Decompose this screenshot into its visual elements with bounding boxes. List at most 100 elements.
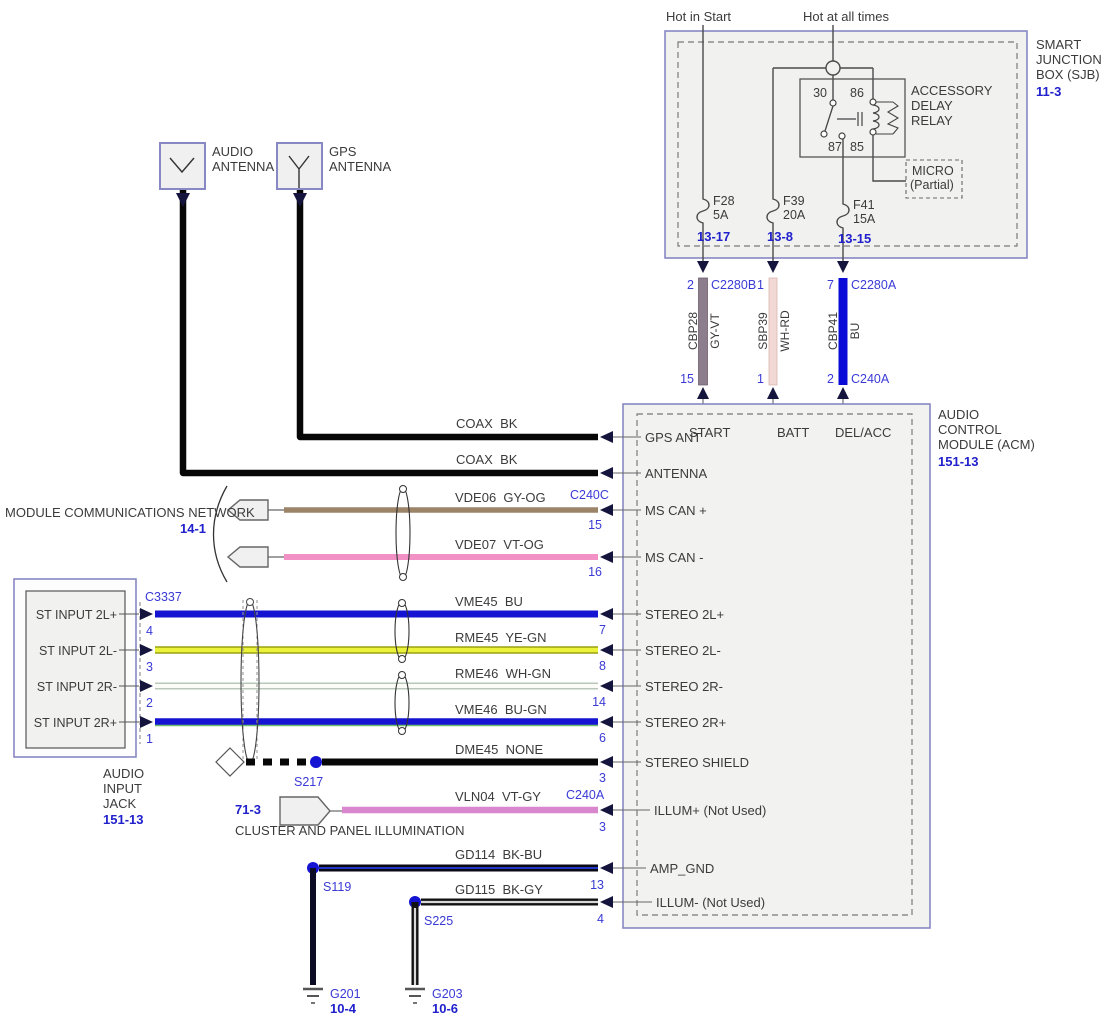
feed-wire-cbp28: 2 C2280B CBP28 GY-VT 15 xyxy=(680,277,756,386)
offpage-connector-icon xyxy=(279,796,331,826)
fuse-f39-name: F39 xyxy=(783,194,805,208)
acm-row-arrows xyxy=(600,431,652,908)
mcn-label: MODULE COMMUNICATIONS NETWORK xyxy=(5,505,255,520)
acm-row-illum-minus: ILLUM- (Not Used) xyxy=(656,895,765,910)
jack-row-2rn: ST INPUT 2R- xyxy=(37,680,117,694)
pin-amp-gnd: 13 xyxy=(590,878,604,892)
pin-ms-can-n: 16 xyxy=(588,565,602,579)
wire-label-rme45: RME45 YE-GN xyxy=(455,630,547,645)
fuse-f39-amps: 20A xyxy=(783,208,806,222)
fuse-f41-amps: 15A xyxy=(853,212,876,226)
acm-name-1: AUDIO xyxy=(938,407,979,422)
feed1-color: GY-VT xyxy=(708,313,722,349)
acm-row-ms-can-p: MS CAN + xyxy=(645,503,707,518)
feed1-circuit: CBP28 xyxy=(686,312,700,350)
relay-label-3: RELAY xyxy=(911,113,953,128)
acm-box xyxy=(622,403,931,929)
audio-antenna-label-1: AUDIO xyxy=(212,144,253,159)
acm-pin-delacc: DEL/ACC xyxy=(835,425,891,440)
coax-label-1: COAX BK xyxy=(456,416,518,431)
feed3-circuit: CBP41 xyxy=(826,312,840,350)
acm-row-antenna: ANTENNA xyxy=(645,466,707,481)
fuses xyxy=(696,195,850,232)
wire-label-rme46: RME46 WH-GN xyxy=(455,666,551,681)
shield-loop-icon xyxy=(240,600,260,764)
fuse-f39-ref: 13-8 xyxy=(767,229,793,244)
wire-label-dme45: DME45 NONE xyxy=(455,742,543,757)
ground-symbol-g203-icon xyxy=(405,987,425,1004)
feed1-top-conn: C2280B xyxy=(711,278,756,292)
coax-label-2: COAX BK xyxy=(456,452,518,467)
fuse-f28-amps: 5A xyxy=(713,208,729,222)
acm-row-stereo-2lp: STEREO 2L+ xyxy=(645,607,724,622)
acm-pin-batt: BATT xyxy=(777,425,809,440)
splice-s217-dot xyxy=(310,756,322,768)
pin-stereo-2rn: 14 xyxy=(592,695,606,709)
micro-label-2: (Partial) xyxy=(910,178,954,192)
wire-label-vme46: VME46 BU-GN xyxy=(455,702,547,717)
fuse-f28-icon xyxy=(696,195,710,227)
feed3-bottom-pin: 2 xyxy=(827,372,834,386)
wire-label-vln04: VLN04 VT-GY xyxy=(455,789,541,804)
jack-name-2: INPUT xyxy=(103,781,142,796)
offpage-connector-icon xyxy=(226,546,269,568)
feed2-top-pin: 1 xyxy=(757,278,764,292)
twisted-pair-icon xyxy=(395,487,411,579)
sjb-box xyxy=(664,30,1028,259)
audio-antenna-label-2: ANTENNA xyxy=(212,159,274,174)
feed-hot-in-start: Hot in Start xyxy=(666,9,731,24)
coax-wires: COAX BK COAX BK xyxy=(176,190,598,477)
jack-row-2rp: ST INPUT 2R+ xyxy=(34,716,117,730)
jack-ref: 151-13 xyxy=(103,812,143,827)
fuse-f28-name: F28 xyxy=(713,194,735,208)
relay-coil-icon xyxy=(872,104,880,130)
pin-stereo-2ln: 8 xyxy=(599,659,606,673)
splice-s119-label: S119 xyxy=(323,880,351,894)
audio-antenna: AUDIO ANTENNA xyxy=(159,142,274,190)
feed1-top-pin: 2 xyxy=(687,278,694,292)
wire-label-gd114: GD114 BK-BU xyxy=(455,847,542,862)
gps-antenna: GPS ANTENNA xyxy=(276,142,391,190)
feed3-color: BU xyxy=(848,323,862,340)
gps-antenna-label-2: ANTENNA xyxy=(329,159,391,174)
relay-resistor-icon xyxy=(886,101,900,135)
fuse-f28-ref: 13-17 xyxy=(697,229,730,244)
acm-row-amp-gnd: AMP_GND xyxy=(650,861,714,876)
feed3-top-pin: 7 xyxy=(827,278,834,292)
shield-dashes-icon xyxy=(242,600,258,762)
feed1-bottom-pin: 15 xyxy=(680,372,694,386)
acm-name-2: CONTROL xyxy=(938,422,1002,437)
sjb-name-3: BOX (SJB) xyxy=(1036,67,1100,82)
feed2-circuit: SBP39 xyxy=(756,312,770,350)
wire-label-vme45: VME45 BU xyxy=(455,594,523,609)
pin-stereo-2lp: 7 xyxy=(599,623,606,637)
relay-pin-86: 86 xyxy=(850,86,864,100)
ground-g201-ref: 10-4 xyxy=(330,1001,357,1016)
wire-label-vde07: VDE07 VT-OG xyxy=(455,537,544,552)
illum-caption: CLUSTER AND PANEL ILLUMINATION xyxy=(235,823,464,838)
accessory-delay-relay: 30 86 87 85 ACCESSORY DELAY RELAY xyxy=(799,78,993,158)
acm-row-stereo-2rn: STEREO 2R- xyxy=(645,679,723,694)
fuse-f41-ref: 13-15 xyxy=(838,231,871,246)
wire-label-gd115: GD115 BK-GY xyxy=(455,882,543,897)
micro-box: MICRO (Partial) xyxy=(905,159,963,199)
jack-name-3: JACK xyxy=(103,796,137,811)
illum-ref: 71-3 xyxy=(235,802,261,817)
feed2-bottom-pin: 1 xyxy=(757,372,764,386)
acm-name: AUDIO CONTROL MODULE (ACM) 151-13 xyxy=(938,407,1035,469)
acm-name-3: MODULE (ACM) xyxy=(938,437,1035,452)
pin-ms-can-p: 15 xyxy=(588,518,602,532)
ms-can: MODULE COMMUNICATIONS NETWORK 14-1 VDE06… xyxy=(5,485,609,583)
feed3-top-conn: C2280A xyxy=(851,278,897,292)
feed-hot-at-all-times: Hot at all times xyxy=(803,9,889,24)
pin-stereo-2rp: 6 xyxy=(599,731,606,745)
offpage-connector-icon xyxy=(226,499,269,521)
sjb-name-2: JUNCTION xyxy=(1036,52,1102,67)
jack-pin-3: 3 xyxy=(146,660,153,674)
audio-input-jack: ST INPUT 2L+ ST INPUT 2L- ST INPUT 2R- S… xyxy=(13,578,182,827)
relay-pin-30: 30 xyxy=(813,86,827,100)
feed2-color: WH-RD xyxy=(778,310,792,352)
pin-illum-plus: 3 xyxy=(599,820,606,834)
